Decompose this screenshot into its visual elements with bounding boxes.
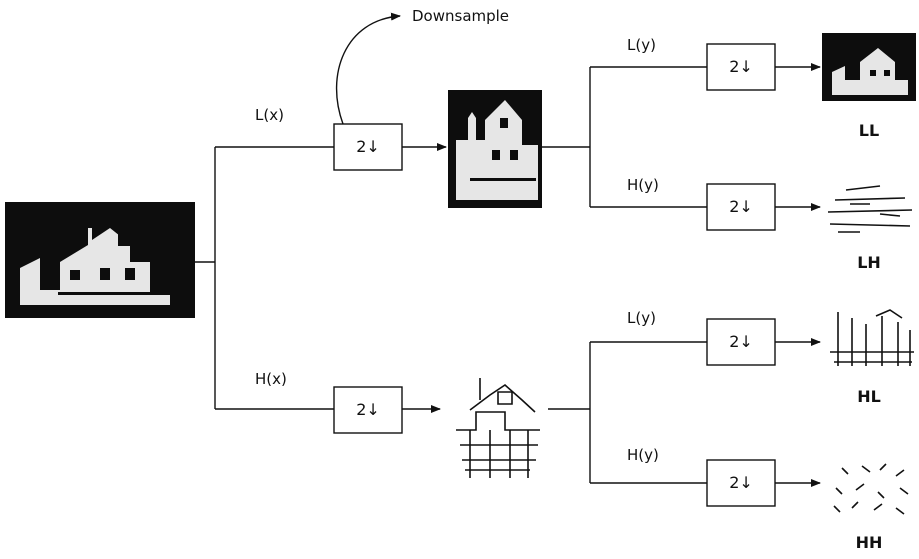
downsample-factor-label: 2↓ (356, 137, 380, 156)
filter-label-high-y-upper: H(y) (627, 176, 659, 194)
subband-label-lh: LH (857, 253, 881, 272)
subband-image-ll (822, 33, 916, 101)
filter-label-low-y-upper: L(y) (627, 36, 656, 54)
subband-label-hh: HH (856, 533, 883, 552)
filter-label-low-x: L(x) (255, 106, 284, 124)
downsample-factor-label: 2↓ (729, 332, 753, 351)
downsample-box-low-x: 2↓ (334, 124, 402, 170)
subband-label-ll: LL (859, 121, 879, 140)
filter-label-low-y-lower: L(y) (627, 309, 656, 327)
intermediate-image-high-x (442, 372, 548, 492)
upper-split-lines (542, 67, 707, 207)
downsample-box-hh: 2↓ (707, 460, 775, 506)
downsample-factor-label: 2↓ (729, 473, 753, 492)
downsample-box-lh: 2↓ (707, 184, 775, 230)
filter-label-high-y-lower: H(y) (627, 446, 659, 464)
downsample-factor-label: 2↓ (729, 197, 753, 216)
subband-image-hh (822, 458, 916, 520)
downsample-label: Downsample (412, 7, 509, 25)
downsample-factor-label: 2↓ (729, 57, 753, 76)
downsample-box-high-x: 2↓ (334, 387, 402, 433)
subband-label-hl: HL (857, 387, 881, 406)
subband-image-lh (822, 182, 916, 238)
filter-label-high-x: H(x) (255, 370, 287, 388)
downsample-box-hl: 2↓ (707, 319, 775, 365)
input-image (5, 202, 195, 318)
intermediate-image-low-x (448, 90, 542, 208)
downsample-box-ll: 2↓ (707, 44, 775, 90)
subband-image-hl (822, 304, 916, 370)
downsample-factor-label: 2↓ (356, 400, 380, 419)
